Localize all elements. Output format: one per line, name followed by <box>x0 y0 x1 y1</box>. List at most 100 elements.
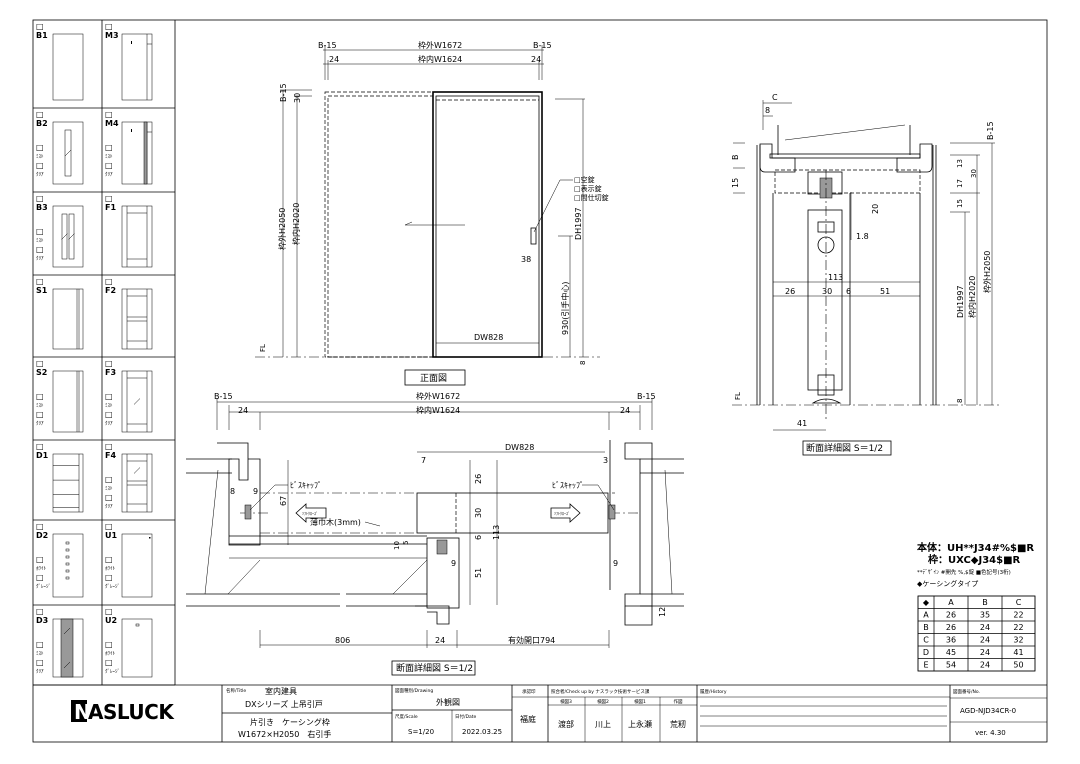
table-header: A <box>948 598 954 607</box>
option-label: ﾐｽﾄ <box>105 486 113 492</box>
door-type-f4[interactable]: □F4□ﾐｽﾄ□ｸﾘｱ <box>105 442 153 513</box>
door-checkbox[interactable]: □ <box>36 607 44 616</box>
door-checkbox[interactable]: □ <box>105 607 113 616</box>
door-type-b2[interactable]: □B2□ﾐｽﾄ□ｸﾘｱ <box>36 110 84 185</box>
title-line-2: DXシリーズ 上吊引戸 <box>245 699 323 709</box>
door-checkbox[interactable]: □ <box>36 110 44 119</box>
plan-screw-cap-left: ﾋﾞｽｷｬｯﾌﾟ <box>290 481 322 490</box>
door-type-m4[interactable]: □M4□ﾐｽﾄ□ｸﾘｱ <box>105 110 153 185</box>
option-label: ﾐｽﾄ <box>36 403 44 409</box>
side-dim-15-left: 15 <box>731 178 740 188</box>
door-checkbox[interactable]: □ <box>36 359 44 368</box>
front-dim-38: 38 <box>521 255 531 264</box>
glass-mark <box>61 233 68 240</box>
door-type-d1[interactable]: □D1 <box>36 442 84 513</box>
logo-text: ASLUCK <box>88 700 175 724</box>
door-checkbox[interactable]: □ <box>36 22 44 31</box>
plan-dim-67: 67 <box>279 496 288 506</box>
spec-legend: **ﾃﾞｻﾞｲﾝ #開先 %,$錠 ■色記号(3桁) <box>917 568 1011 576</box>
front-dim-24-right: 24 <box>531 55 541 64</box>
plan-dim-26: 26 <box>474 474 483 484</box>
door-code: M3 <box>105 31 119 40</box>
plan-inner-width: 枠内W1624 <box>416 405 460 415</box>
drawing-type-label: 図面種別/Drawing <box>395 687 433 694</box>
plan-soft-close-right: ｿﾌﾄｸﾛｰｽﾞ <box>554 510 570 516</box>
plan-dim-24-left: 24 <box>238 406 248 415</box>
door-checkbox[interactable]: □ <box>36 194 44 203</box>
nasluck-logo: N ASLUCK <box>71 700 176 724</box>
door-thumbnail <box>52 288 84 350</box>
side-door-height: DH1997 <box>956 285 965 318</box>
option-checkbox[interactable]: □ <box>105 493 113 502</box>
door-type-b1[interactable]: □B1 <box>36 22 84 101</box>
door-checkbox[interactable]: □ <box>105 442 113 451</box>
option-label: ｸﾘｱ <box>105 504 113 510</box>
side-dim-8: 8 <box>765 106 770 115</box>
option-checkbox[interactable]: □ <box>105 555 113 564</box>
plan-dim-7: 7 <box>421 456 426 465</box>
option-checkbox[interactable]: □ <box>36 143 44 152</box>
door-checkbox[interactable]: □ <box>36 442 44 451</box>
option-checkbox[interactable]: □ <box>36 245 44 254</box>
door-checkbox[interactable]: □ <box>36 522 44 531</box>
option-checkbox[interactable]: □ <box>36 227 44 236</box>
option-checkbox[interactable]: □ <box>36 658 44 667</box>
glass-mark <box>63 627 71 635</box>
door-type-f3[interactable]: □F3□ﾐｽﾄ□ｸﾘｱ <box>105 359 153 433</box>
front-door-height: DH1997 <box>574 207 583 240</box>
glass-slit <box>68 213 75 260</box>
option-checkbox[interactable]: □ <box>36 410 44 419</box>
option-checkbox[interactable]: □ <box>36 161 44 170</box>
door-type-b3[interactable]: □B3□ﾐｽﾄ□ｸﾘｱ <box>36 194 84 268</box>
plan-baseboard-label: 薄巾木(3mm) <box>310 517 361 527</box>
option-checkbox[interactable]: □ <box>105 410 113 419</box>
door-type-u1[interactable]: □U1□ﾎﾜｲﾄ□ｸﾞﾚｰｼﾞ <box>105 522 153 598</box>
door-code: F4 <box>105 451 116 460</box>
door-checkbox[interactable]: □ <box>105 194 113 203</box>
handle-mark <box>135 623 140 627</box>
door-type-m3[interactable]: □M3 <box>105 22 153 101</box>
option-label: ｸﾞﾚｰｼﾞ <box>105 583 120 590</box>
front-outer-width: 枠外W1672 <box>418 40 462 50</box>
door-thumbnail <box>52 205 84 268</box>
stud-mark <box>65 562 70 566</box>
option-checkbox[interactable]: □ <box>105 161 113 170</box>
option-checkbox[interactable]: □ <box>105 573 113 582</box>
door-checkbox[interactable]: □ <box>105 277 113 286</box>
glass-mark <box>133 398 141 405</box>
option-checkbox[interactable]: □ <box>105 658 113 667</box>
door-type-f1[interactable]: □F1 <box>105 194 153 268</box>
door-code: B1 <box>36 31 48 40</box>
door-type-d2[interactable]: □D2□ﾎﾜｲﾄ□ｸﾞﾚｰｼﾞ <box>36 522 84 598</box>
side-dim-15-right: 15 <box>956 199 964 208</box>
side-dim-17: 17 <box>956 179 964 188</box>
option-checkbox[interactable]: □ <box>105 640 113 649</box>
option-label: ﾐｽﾄ <box>36 238 44 244</box>
option-checkbox[interactable]: □ <box>105 143 113 152</box>
door-type-s1[interactable]: □S1 <box>36 277 84 350</box>
door-type-f2[interactable]: □F2 <box>105 277 153 350</box>
door-checkbox[interactable]: □ <box>105 522 113 531</box>
option-checkbox[interactable]: □ <box>105 392 113 401</box>
door-type-u2[interactable]: □U2□ﾎﾜｲﾄ□ｸﾞﾚｰｼﾞ <box>105 607 153 678</box>
option-label: ﾐｽﾄ <box>36 651 44 657</box>
plan-dim-8: 8 <box>230 487 235 496</box>
table-value: 35 <box>980 611 990 620</box>
door-checkbox[interactable]: □ <box>105 110 113 119</box>
option-checkbox[interactable]: □ <box>36 555 44 564</box>
door-type-s2[interactable]: □S2□ﾐｽﾄ□ｸﾘｱ <box>36 359 84 433</box>
door-checkbox[interactable]: □ <box>105 22 113 31</box>
checker-name: 上永瀬 <box>628 719 652 729</box>
plan-dim-806: 806 <box>335 636 350 645</box>
option-checkbox[interactable]: □ <box>36 573 44 582</box>
door-checkbox[interactable]: □ <box>36 277 44 286</box>
handle-mark <box>131 41 132 44</box>
door-type-d3[interactable]: □D3□ﾐｽﾄ□ｸﾘｱ <box>36 607 84 678</box>
title-block: N ASLUCK 名称/Title 室内建具 DXシリーズ 上吊引戸 片引き ケ… <box>33 684 1047 742</box>
option-checkbox[interactable]: □ <box>36 392 44 401</box>
door-checkbox[interactable]: □ <box>105 359 113 368</box>
option-checkbox[interactable]: □ <box>36 640 44 649</box>
option-label: ﾐｽﾄ <box>105 403 113 409</box>
option-checkbox[interactable]: □ <box>105 475 113 484</box>
